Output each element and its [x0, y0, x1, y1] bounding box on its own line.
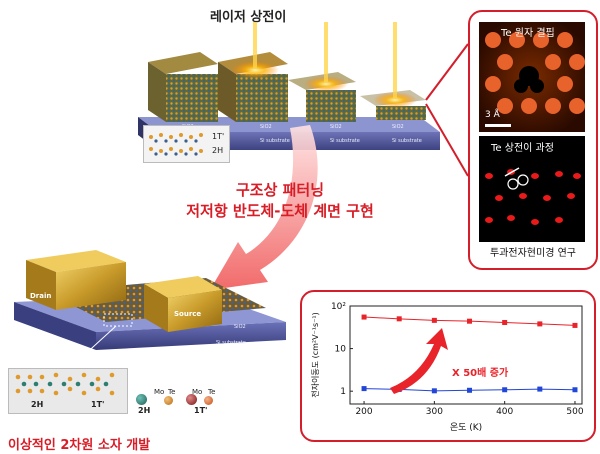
legend-te-1t: Te: [208, 388, 216, 396]
legend-te-2h: Te: [168, 388, 176, 396]
x-tick-label-500: 500: [566, 407, 583, 417]
mobility-chart-panel: 200 300 400 500 1 10 10² X 50배 증가 전자이동도 (cm²V⁻…: [300, 290, 596, 442]
tem-scale-bar-label: 3 Å: [485, 110, 500, 120]
plot-frame: [349, 305, 583, 405]
chart-annotation: X 50배 증가: [390, 328, 509, 394]
te-1t-atom-icon: [204, 396, 213, 405]
series-0-point-5: [537, 321, 543, 327]
tem-transition-title: Te 상전이 과정: [491, 143, 554, 154]
ideal-2d-device-title: 이상적인 2차원 소자 개발: [8, 438, 151, 453]
series-0-point-4: [502, 319, 508, 325]
source-label: Source: [174, 310, 201, 318]
increase-arrow-icon: [390, 328, 448, 394]
chart-ylabel: 전자이동도 (cm²V⁻¹s⁻¹): [310, 312, 320, 397]
x-tick-label-400: 400: [496, 407, 513, 417]
series-0-point-0: [361, 314, 367, 320]
te-2h-atom-icon: [164, 396, 173, 405]
series-0-point-2: [431, 317, 437, 323]
bottom-1t-label: 1T': [91, 400, 105, 409]
atom-legend: Mo 2H Te Mo Te 1T': [134, 384, 224, 428]
legend-1t: 1T': [194, 406, 208, 415]
svg-text:SiO2: SiO2: [392, 124, 404, 130]
y-tick-label-10: 10: [335, 345, 347, 355]
increase-annotation: X 50배 증가: [452, 366, 509, 379]
structure-patterning-title: 구조상 패터닝 저저항 반도체-도체 계면 구현: [130, 180, 430, 222]
bottom-phase-legend: 2H 1T': [8, 368, 128, 414]
mo-1t-atom-icon: [186, 394, 197, 405]
tem-connector-lines: [425, 43, 469, 177]
svg-text:SiO2: SiO2: [260, 124, 272, 130]
bottom-device-illustration: Drain Source SiO2 Si substrate: [14, 250, 286, 369]
legend-mo-1t: Mo: [192, 388, 203, 396]
series-1-point-4: [502, 387, 508, 393]
legend-1t-label: 1T': [212, 132, 225, 141]
bottom-2h-label: 2H: [31, 400, 44, 409]
bottom-sio2-label: SiO2: [234, 324, 246, 330]
tem-panel: Te 원자 결핍 3 Å Te 상전이 과정 투과전자현미경 연구: [468, 10, 598, 270]
transition-arrow-icon: [210, 125, 318, 290]
mobility-chart: 200 300 400 500 1 10 10² X 50배 증가 전자이동도 (cm²V⁻…: [310, 302, 584, 433]
bottom-substrate-label: Si substrate: [216, 340, 246, 346]
top-phase-legend: 1T' 2H: [143, 125, 230, 163]
series-1-point-5: [537, 386, 543, 392]
legend-mo-2h: Mo: [154, 388, 165, 396]
legend-2h-label: 2H: [212, 146, 224, 155]
structure-patterning-line2: 저저항 반도체-도체 계면 구현: [186, 202, 374, 220]
svg-text:Si substrate: Si substrate: [330, 138, 360, 144]
series-1-point-2: [431, 388, 437, 394]
series-1-point-0: [361, 386, 367, 392]
chart-series: [361, 314, 578, 394]
x-tick-label-300: 300: [426, 407, 443, 417]
chart-ticks: 200 300 400 500 1 10 10²: [331, 302, 584, 417]
drain-label: Drain: [30, 292, 51, 300]
legend-2h: 2H: [138, 406, 151, 415]
x-tick-label-200: 200: [355, 407, 372, 417]
svg-text:Si substrate: Si substrate: [260, 138, 290, 144]
tem-defect-title: Te 원자 결핍: [501, 28, 555, 39]
y-tick-label-100: 10²: [331, 302, 346, 312]
tem-image-transition: Te 상전이 과정: [479, 136, 585, 242]
svg-text:Si substrate: Si substrate: [392, 138, 422, 144]
laser-phase-transition-title: 레이저 상전이: [210, 10, 287, 25]
chart-xlabel: 온도 (K): [450, 422, 482, 433]
y-tick-label-1: 1: [340, 387, 346, 397]
series-1-point-3: [467, 387, 473, 393]
tem-image-defect: Te 원자 결핍 3 Å: [479, 22, 585, 132]
lattice-2h-1t-icon: [15, 372, 115, 396]
series-0-point-1: [396, 316, 402, 322]
series-1-point-6: [572, 387, 578, 393]
tem-caption: 투과전자현미경 연구: [490, 248, 576, 259]
series-0-point-3: [467, 318, 473, 324]
mo-2h-atom-icon: [136, 394, 147, 405]
lattice-icon: [149, 133, 203, 156]
chart-axes: [349, 305, 583, 405]
svg-text:SiO2: SiO2: [330, 124, 342, 130]
structure-patterning-line1: 구조상 패터닝: [235, 181, 325, 199]
series-0-point-6: [572, 322, 578, 328]
